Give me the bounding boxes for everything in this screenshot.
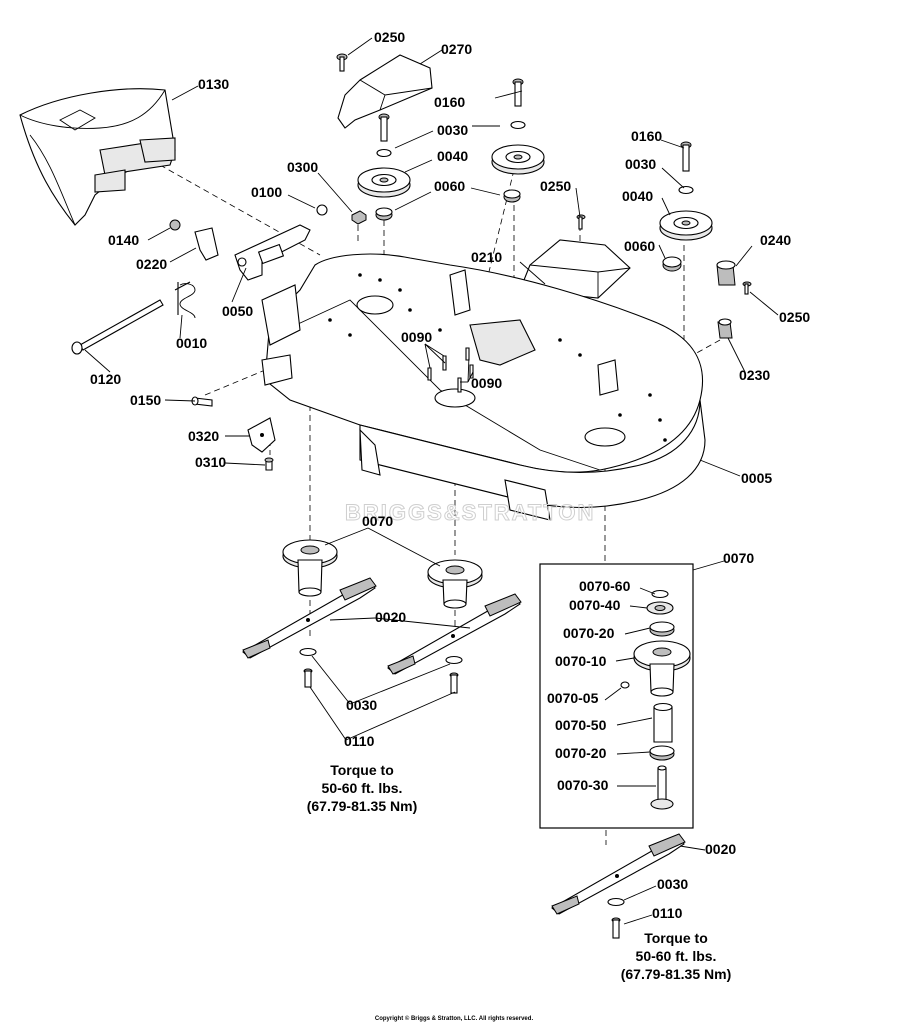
- torque-note-line1: Torque to: [330, 762, 394, 778]
- callout-0110-right-blade: 0110: [652, 905, 683, 921]
- callout-0060-center: 0060: [434, 178, 465, 194]
- callout-0020-right: 0020: [705, 841, 736, 857]
- callout-0270: 0270: [441, 41, 472, 57]
- spindle-center: [427, 559, 483, 609]
- callout-0030-right: 0030: [625, 156, 656, 172]
- callout-0090-right: 0090: [471, 375, 502, 391]
- callout-0070-20-top: 0070-20: [563, 625, 615, 641]
- blade-right: [551, 833, 686, 915]
- blade-left: [242, 577, 377, 659]
- callout-0005: 0005: [741, 470, 772, 486]
- watermark: BRIGGS&STRATTON: [345, 500, 595, 525]
- torque-note-line3: (67.79-81.35 Nm): [307, 798, 418, 814]
- copyright-notice: Copyright © Briggs & Stratton, LLC. All …: [375, 1015, 534, 1022]
- callout-0230: 0230: [739, 367, 770, 383]
- callout-0050: 0050: [222, 303, 253, 319]
- callout-0250-center: 0250: [540, 178, 571, 194]
- mower-deck-housing: [261, 253, 706, 521]
- blade-hardware-right: [607, 897, 625, 939]
- callout-0240: 0240: [760, 232, 791, 248]
- blade-center: [387, 593, 522, 675]
- spindle-kit-parts: [620, 589, 691, 810]
- callout-0020-left: 0020: [375, 609, 406, 625]
- deck-small-brackets: [247, 417, 276, 471]
- callout-0140: 0140: [108, 232, 139, 248]
- callout-0070-kit: 0070: [723, 550, 754, 566]
- callout-0160-center: 0160: [434, 94, 465, 110]
- callout-0250-right: 0250: [779, 309, 810, 325]
- belt-cover-bracket: [337, 54, 433, 129]
- callout-0040-center: 0040: [437, 148, 468, 164]
- grass-chute-deflector: [19, 88, 176, 226]
- blade-hardware-left: [299, 647, 317, 688]
- callout-0070-05: 0070-05: [547, 690, 599, 706]
- callout-0150: 0150: [130, 392, 161, 408]
- callout-0100: 0100: [251, 184, 282, 200]
- callout-0110-blades: 0110: [344, 733, 375, 749]
- callout-labels: 0250 0270 0130 0160 0030 0160 0040 0300 …: [90, 29, 810, 921]
- torque-note-line2: 50-60 ft. lbs.: [636, 948, 717, 964]
- callout-0220: 0220: [136, 256, 167, 272]
- torque-note-line3: (67.79-81.35 Nm): [621, 966, 732, 982]
- callout-0030-center: 0030: [437, 122, 468, 138]
- spindle-kit-box: [539, 563, 694, 829]
- callout-0060-right: 0060: [624, 238, 655, 254]
- torque-note-line1: Torque to: [644, 930, 708, 946]
- callout-0030-right-blade: 0030: [657, 876, 688, 892]
- callout-0120: 0120: [90, 371, 121, 387]
- callout-0070-50: 0070-50: [555, 717, 607, 733]
- callout-0070-60: 0070-60: [579, 578, 631, 594]
- callout-0040-right: 0040: [622, 188, 653, 204]
- torque-note-line2: 50-60 ft. lbs.: [322, 780, 403, 796]
- callout-0070-20-bottom: 0070-20: [555, 745, 607, 761]
- leader-lines: [84, 37, 779, 925]
- callout-0210: 0210: [471, 249, 502, 265]
- right-pulley-stack: [659, 141, 713, 272]
- callout-0010: 0010: [176, 335, 207, 351]
- callout-0070-40: 0070-40: [569, 597, 621, 613]
- callout-0070-30: 0070-30: [557, 777, 609, 793]
- left-pulley-stack: [351, 113, 411, 225]
- callout-0070-assembly: 0070: [362, 513, 393, 529]
- chute-bracket: [169, 204, 328, 319]
- callout-0070-10: 0070-10: [555, 653, 607, 669]
- callout-0130: 0130: [198, 76, 229, 92]
- blade-hardware-center: [445, 655, 463, 694]
- callout-0250-top: 0250: [374, 29, 405, 45]
- callout-0160-right: 0160: [631, 128, 662, 144]
- callout-0090-left: 0090: [401, 329, 432, 345]
- torque-note-left: Torque to 50-60 ft. lbs. (67.79-81.35 Nm…: [307, 762, 418, 814]
- bolt-top: [336, 53, 348, 72]
- callout-0320: 0320: [188, 428, 219, 444]
- spindle-left: [282, 539, 338, 597]
- callout-0300: 0300: [287, 159, 318, 175]
- torque-note-right: Torque to 50-60 ft. lbs. (67.79-81.35 Nm…: [621, 930, 732, 982]
- callout-0030-blades: 0030: [346, 697, 377, 713]
- grease-fittings: [576, 214, 752, 339]
- hinge-rod: [71, 299, 213, 407]
- center-pulley-stack: [491, 78, 545, 203]
- callout-0310: 0310: [195, 454, 226, 470]
